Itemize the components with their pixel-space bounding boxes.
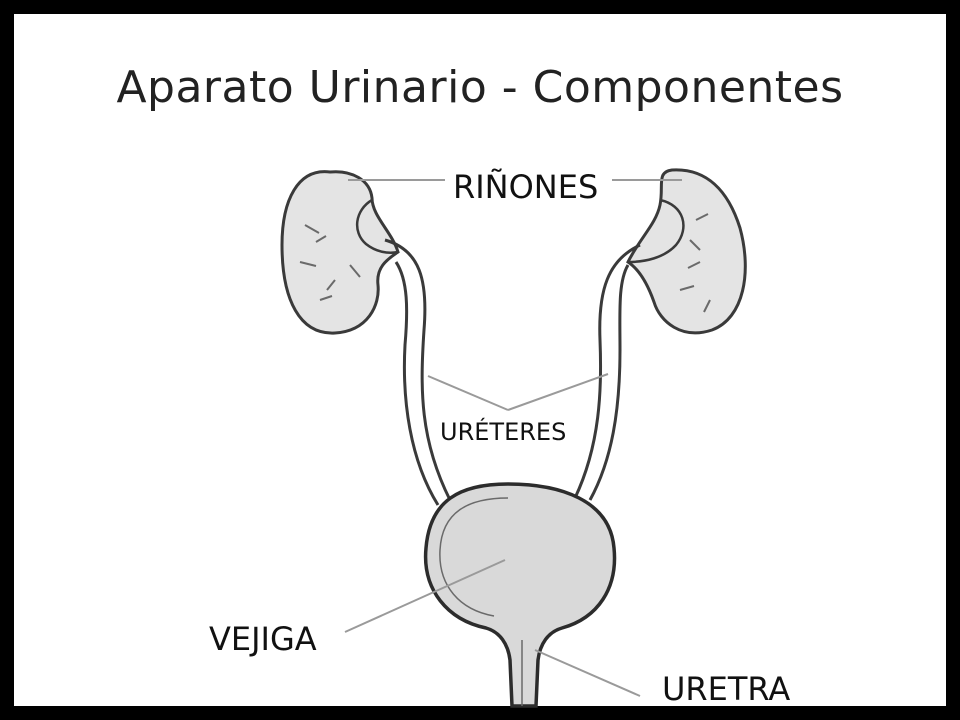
urethra-leader	[534, 649, 641, 697]
left-kidney-shading	[299, 224, 361, 301]
bladder-inner-wall	[439, 497, 509, 617]
page-title: Aparato Urinario - Componentes	[116, 62, 844, 113]
kidneys-label: RIÑONES	[453, 168, 599, 206]
right-kidney-shading	[679, 213, 711, 313]
left-kidney-hilum	[356, 198, 399, 254]
bladder-leader	[344, 559, 506, 633]
left-ureter	[384, 238, 452, 501]
ureters-label: URÉTERES	[440, 418, 567, 446]
right-kidney	[626, 168, 747, 335]
bladder	[423, 482, 617, 708]
right-kidney-hilum	[627, 198, 685, 264]
bladder-label: VEJIGA	[209, 620, 317, 658]
urethra-label: URETRA	[662, 670, 791, 708]
left-kidney	[280, 170, 400, 335]
ureter-leader-left	[427, 375, 509, 411]
left-ureter-inner	[394, 261, 440, 506]
right-ureter-inner	[588, 264, 630, 501]
right-ureter	[573, 243, 641, 499]
ureter-leader-right	[507, 373, 609, 411]
